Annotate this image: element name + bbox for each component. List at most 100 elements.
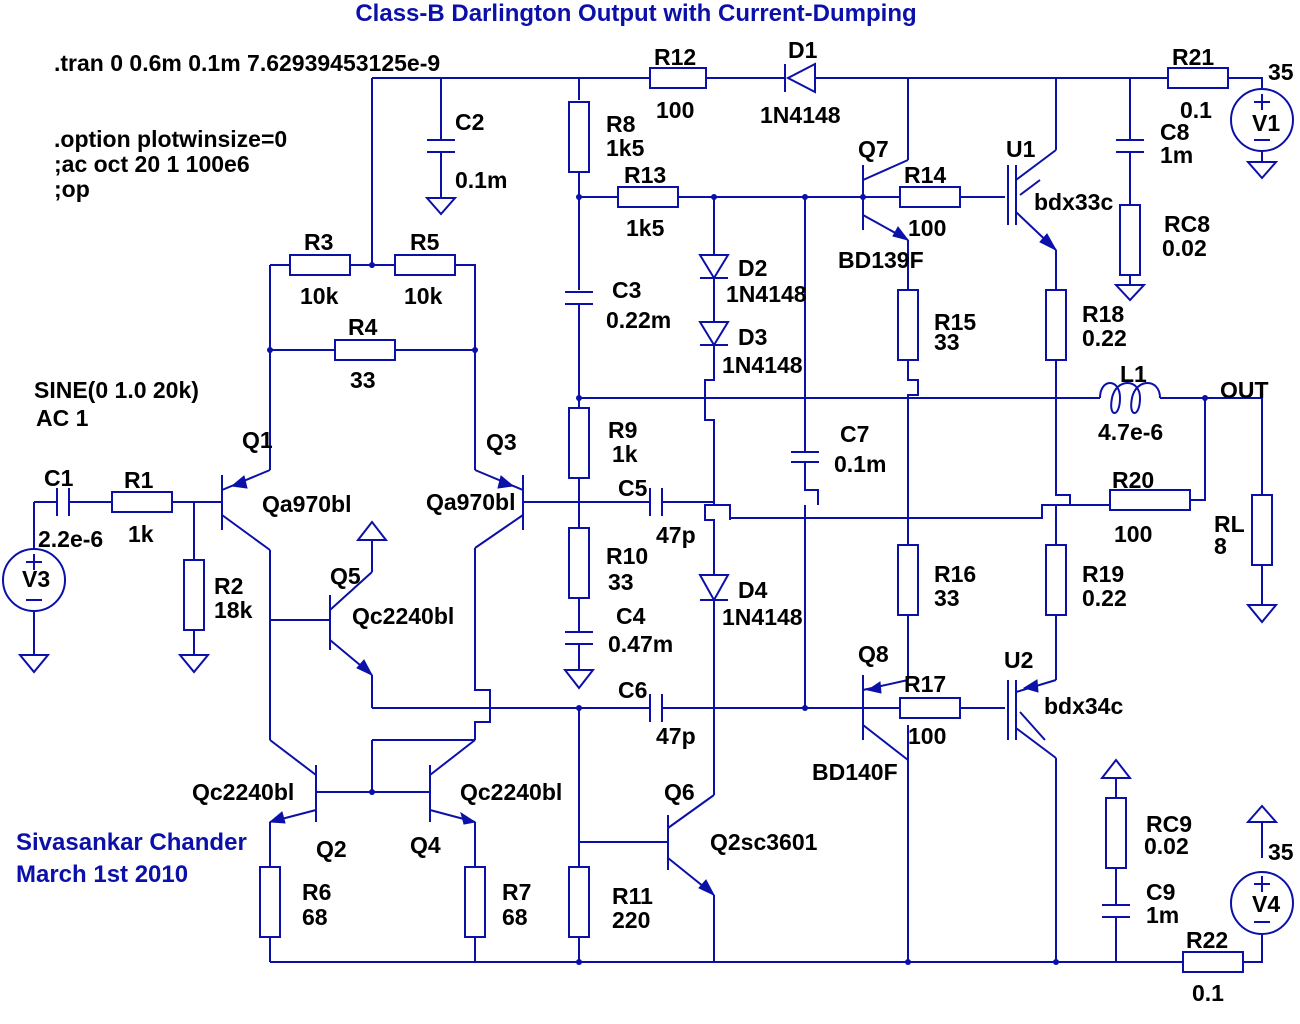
label-C8: C8 [1160, 119, 1190, 145]
label-R7: R7 [502, 879, 531, 905]
value-R14: 100 [908, 215, 946, 241]
resistors [111, 67, 1273, 973]
value-R21: 0.1 [1180, 97, 1212, 123]
value-L1: 4.7e-6 [1098, 419, 1163, 445]
value-Q3: Qa970bl [426, 489, 516, 515]
label-D2: D2 [738, 255, 767, 281]
label-U1: U1 [1006, 136, 1036, 162]
label-C3: C3 [612, 277, 641, 303]
author-date: March 1st 2010 [16, 861, 188, 888]
label-C7: C7 [840, 421, 869, 447]
value-Q6: Q2sc3601 [710, 829, 818, 855]
label-Q1: Q1 [242, 427, 273, 453]
value-R17: 100 [908, 723, 946, 749]
label-R9: R9 [608, 417, 637, 443]
diodes [698, 62, 816, 603]
value-R1: 1k [128, 521, 154, 547]
value-R16: 33 [934, 585, 960, 611]
value-Q8: BD140F [812, 759, 898, 785]
value-R5: 10k [404, 283, 443, 309]
value-RC9: 0.02 [1144, 833, 1189, 859]
value-R9: 1k [612, 441, 638, 467]
value-RL: 8 [1214, 533, 1227, 559]
value-V1: 35 [1268, 59, 1294, 85]
label-RL: RL [1214, 511, 1245, 537]
value-C6: 47p [656, 723, 696, 749]
value-R2: 18k [214, 597, 253, 623]
label-D3: D3 [738, 324, 767, 350]
value-C2: 0.1m [455, 167, 507, 193]
label-V3: V3 [22, 566, 50, 592]
label-R17: R17 [904, 671, 946, 697]
label-L1: L1 [1120, 361, 1147, 387]
value-R22: 0.1 [1192, 980, 1224, 1006]
value-R15: 33 [934, 329, 960, 355]
value-D2: 1N4148 [726, 281, 807, 307]
value-C8: 1m [1160, 142, 1193, 168]
label-C2: C2 [455, 109, 484, 135]
label-Q5: Q5 [330, 563, 361, 589]
label-Q6: Q6 [664, 779, 695, 805]
label-R14: R14 [904, 162, 946, 188]
label-R12: R12 [654, 44, 696, 70]
label-C9: C9 [1146, 879, 1175, 905]
value-U1: bdx33c [1034, 189, 1113, 215]
ground-symbols [17, 161, 1279, 823]
label-C1: C1 [44, 465, 74, 491]
directive-op: ;op [54, 176, 90, 202]
value-Q2: Qc2240bl [192, 779, 294, 805]
value-Q4: Qc2240bl [460, 779, 562, 805]
label-Q7: Q7 [858, 136, 889, 162]
directive-ac: ;ac oct 20 1 100e6 [54, 151, 250, 177]
label-R18: R18 [1082, 301, 1124, 327]
value-Q7: BD139F [838, 247, 924, 273]
junctions [267, 194, 1208, 965]
label-R3: R3 [304, 229, 333, 255]
directive-option: .option plotwinsize=0 [54, 126, 287, 152]
label-V1: V1 [1252, 110, 1280, 136]
label-C4: C4 [616, 603, 646, 629]
label-R1: R1 [124, 467, 154, 493]
source-sine: SINE(0 1.0 20k) [34, 377, 199, 403]
value-D1: 1N4148 [760, 102, 841, 128]
label-D4: D4 [738, 577, 768, 603]
author-name: Sivasankar Chander [16, 829, 247, 856]
value-R20: 100 [1114, 521, 1152, 547]
label-R22: R22 [1186, 927, 1228, 953]
label-C5: C5 [618, 475, 648, 501]
label-Q4: Q4 [410, 832, 441, 858]
label-R4: R4 [348, 314, 378, 340]
label-R8: R8 [606, 111, 636, 137]
label-R10: R10 [606, 543, 648, 569]
label-Q2: Q2 [316, 836, 347, 862]
value-V4: 35 [1268, 839, 1294, 865]
label-OUT: OUT [1220, 377, 1269, 403]
value-Q5: Qc2240bl [352, 603, 454, 629]
label-R11: R11 [612, 883, 653, 909]
value-R11: 220 [612, 907, 650, 933]
capacitors [56, 139, 1144, 918]
directive-tran: .tran 0 0.6m 0.1m 7.62939453125e-9 [54, 50, 440, 76]
label-V4: V4 [1252, 891, 1280, 917]
schematic-title: Class-B Darlington Output with Current-D… [355, 0, 916, 27]
value-C7: 0.1m [834, 451, 886, 477]
label-D1: D1 [788, 37, 818, 63]
value-R4: 33 [350, 367, 376, 393]
label-R5: R5 [410, 229, 440, 255]
label-R21: R21 [1172, 44, 1214, 70]
value-R3: 10k [300, 283, 339, 309]
inductor-L1 [1099, 382, 1161, 414]
value-R6: 68 [302, 904, 328, 930]
label-C6: C6 [618, 677, 647, 703]
wires [33, 77, 1263, 963]
value-R13: 1k5 [626, 215, 665, 241]
label-RC9: RC9 [1146, 811, 1192, 837]
value-R8: 1k5 [606, 135, 645, 161]
value-C5: 47p [656, 522, 696, 548]
value-C9: 1m [1146, 902, 1179, 928]
label-R13: R13 [624, 162, 666, 188]
value-C4: 0.47m [608, 631, 673, 657]
label-R16: R16 [934, 561, 976, 587]
label-R6: R6 [302, 879, 331, 905]
